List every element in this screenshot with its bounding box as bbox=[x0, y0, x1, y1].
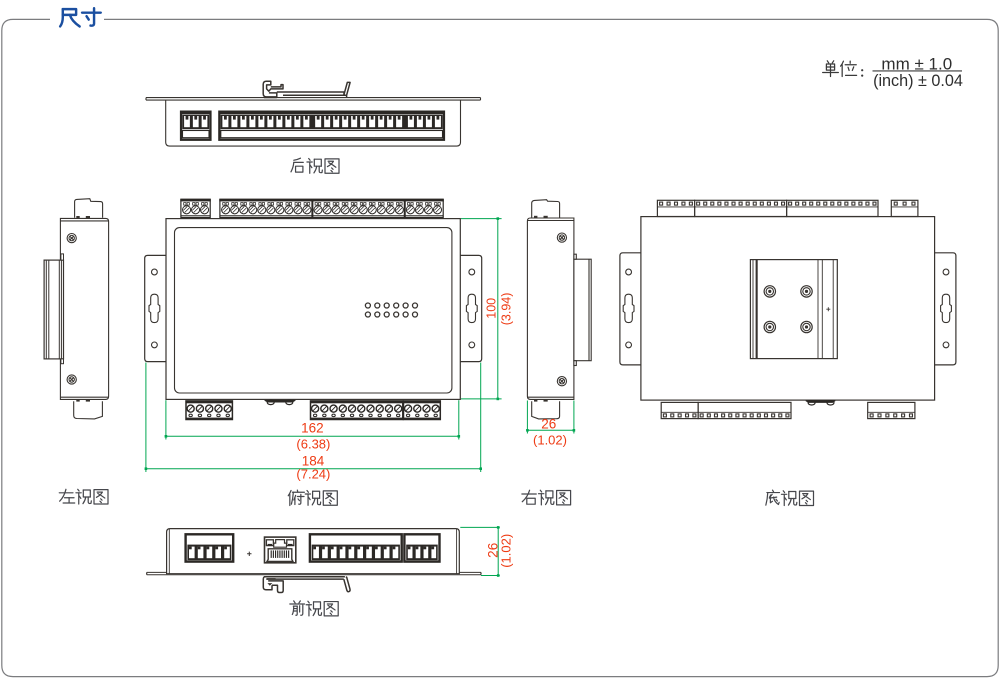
svg-text:mm ± 1.0: mm ± 1.0 bbox=[881, 54, 952, 73]
svg-text:184: 184 bbox=[302, 453, 325, 468]
svg-text:(inch) ± 0.04: (inch) ± 0.04 bbox=[873, 72, 963, 90]
svg-text:(7.24): (7.24) bbox=[296, 467, 330, 482]
svg-text:(3.94): (3.94) bbox=[500, 293, 514, 326]
svg-text:(6.38): (6.38) bbox=[296, 436, 330, 451]
svg-text:26: 26 bbox=[541, 416, 556, 431]
svg-text:26: 26 bbox=[485, 543, 500, 558]
svg-text:(1.02): (1.02) bbox=[533, 433, 567, 448]
svg-text:162: 162 bbox=[301, 420, 324, 435]
svg-text:100: 100 bbox=[485, 298, 499, 319]
svg-text:(1.02): (1.02) bbox=[499, 534, 514, 568]
